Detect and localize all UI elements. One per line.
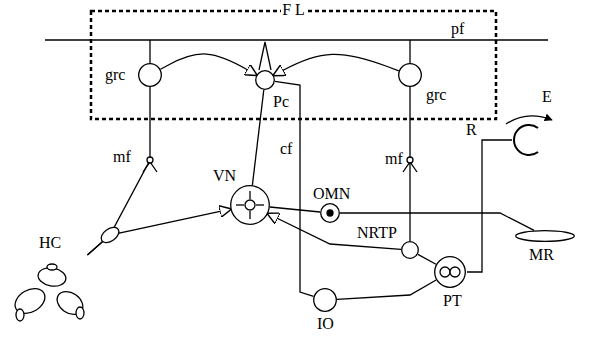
fiber-connector <box>274 54 399 75</box>
node-label: grc <box>425 86 447 104</box>
retinal-pathway <box>467 140 512 272</box>
fiber-connector <box>409 87 410 241</box>
pretectum-nucleus-outline <box>434 256 466 288</box>
oculomotor-nucleus-outline <box>320 203 340 223</box>
granule-cell: grc <box>398 63 422 87</box>
nrtp-nucleus-outline <box>401 241 419 259</box>
hair-cell-organ: HC <box>8 255 90 323</box>
node-label: IO <box>316 315 335 333</box>
structure-label: pf <box>450 20 465 38</box>
fiber-connector <box>270 207 320 212</box>
inferior-olive: IO <box>313 288 337 312</box>
oculomotor-nucleus: OMN <box>320 203 340 223</box>
node-label: NRTP <box>356 224 398 242</box>
eye-rotation-arrow <box>506 116 552 124</box>
structure-label: R <box>465 121 478 139</box>
node-label: OMN <box>312 185 351 203</box>
purkinje-cell: Pc <box>255 70 275 90</box>
fiber-label: mf <box>112 148 132 166</box>
structure-label: E <box>541 88 553 106</box>
node-label: F L <box>281 1 306 19</box>
fiber-label: mf <box>384 150 404 168</box>
parallel-fiber <box>45 39 548 40</box>
purkinje-dendrite <box>259 42 271 70</box>
hair-cell-organ-outline <box>8 255 90 323</box>
node-label: Pc <box>272 93 290 111</box>
eye-muscle: MR <box>515 230 575 242</box>
vestibular-nucleus-outline <box>230 185 270 225</box>
fiber-connector <box>161 54 257 75</box>
mossy-terminal <box>407 157 413 163</box>
flocculus-region: F LgrcPcgrc <box>90 10 497 120</box>
fiber-connector <box>337 280 436 299</box>
inferior-olive-outline <box>313 288 337 312</box>
connector-group <box>87 54 534 299</box>
granule-axon <box>409 40 410 63</box>
fiber-connector <box>87 209 230 255</box>
fiber-connector <box>275 81 314 296</box>
granule-cell-outline <box>138 63 162 87</box>
illustration <box>45 40 552 272</box>
node-label: VN <box>212 167 237 185</box>
nrtp-nucleus: NRTP <box>401 241 419 259</box>
node-label: HC <box>38 234 62 252</box>
node-label: MR <box>528 246 555 264</box>
granule-cell: grc <box>138 63 162 87</box>
granule-cell-outline <box>398 63 422 87</box>
node-label: PT <box>442 292 463 310</box>
eye-muscle-outline <box>515 230 575 242</box>
node-label: grc <box>104 66 126 84</box>
fiber-connector <box>87 87 150 255</box>
eye-symbol <box>514 125 538 155</box>
purkinje-cell-outline <box>255 70 275 90</box>
fiber-connector <box>252 90 263 185</box>
granule-axon <box>149 40 150 63</box>
vestibular-ganglion <box>98 224 121 245</box>
vestibular-nucleus: VN <box>230 185 270 225</box>
pretectum-nucleus: PT <box>434 256 466 288</box>
fiber-connector <box>418 254 436 264</box>
mossy-terminal <box>147 157 153 163</box>
fiber-label: cf <box>279 140 293 158</box>
